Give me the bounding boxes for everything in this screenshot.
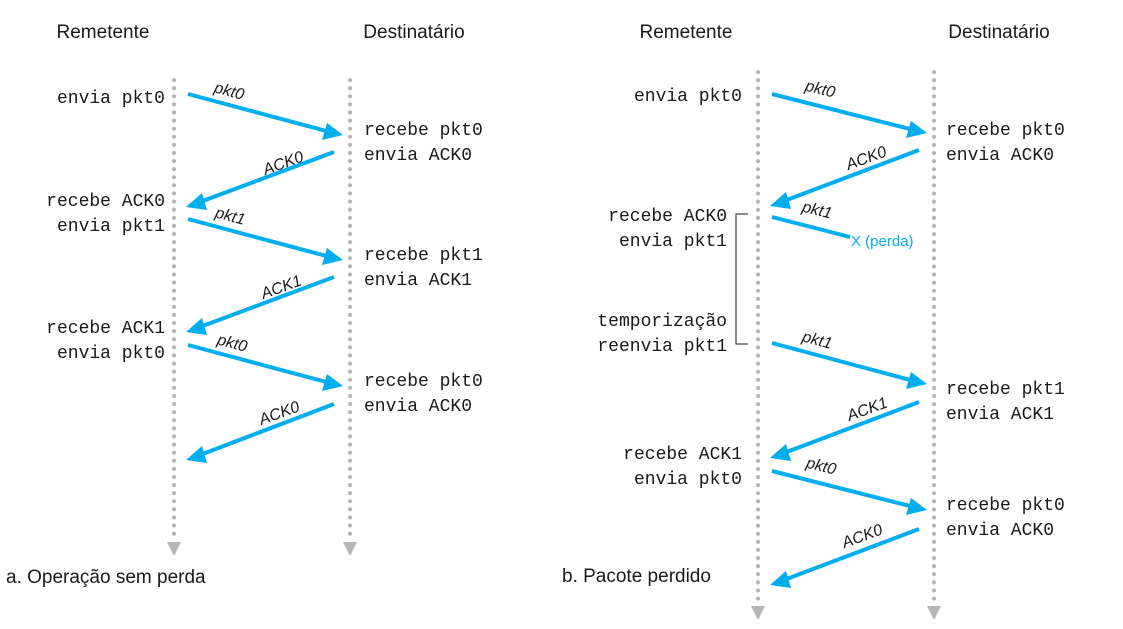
panel-b: Remetente Destinatário envia pkt0 recebe… (562, 22, 1065, 620)
panel-b-message-arrow (771, 469, 915, 509)
panel-a-message-arrow (187, 92, 331, 134)
panel-b-sender-event: recebe ACK0 (608, 207, 727, 227)
packet-loss-label: X (perda) (851, 233, 914, 250)
panel-b-lost-packet-arrow (771, 215, 851, 239)
panel-a-message-arrowhead (186, 446, 207, 463)
panel-b-sender-event: temporização (597, 312, 727, 332)
panel-b-message-label: pkt0 (802, 77, 837, 101)
panel-a-sender-event: envia pkt0 (57, 89, 165, 109)
panel-b-sender-header: Remetente (640, 22, 733, 43)
panel-b-sender-event: reenvia pkt1 (597, 337, 727, 357)
panel-b-message-arrow (771, 341, 915, 383)
panel-b-message-arrow (783, 527, 920, 582)
panel-b-message-arrowhead (770, 571, 791, 588)
panel-b-receiver-event: recebe pkt0 (946, 496, 1065, 516)
panel-b-message-arrowhead (906, 121, 927, 138)
panel-a-sender-event: envia pkt0 (57, 344, 165, 364)
panel-a-receiver-event: envia ACK0 (364, 146, 472, 166)
panel-a-receiver-header: Destinatário (363, 22, 464, 43)
panel-b-message-arrow (771, 92, 915, 132)
panel-b-receiver-header: Destinatário (948, 22, 1049, 43)
panel-a-receiver-event: recebe pkt1 (364, 246, 483, 266)
panel-a-message-arrowhead (186, 193, 207, 210)
panel-a-sender-event: envia pkt1 (57, 217, 165, 237)
panel-b-receiver-event: envia ACK0 (946, 521, 1054, 541)
timeout-bracket (735, 213, 748, 345)
panel-a-receiver-event: recebe pkt0 (364, 372, 483, 392)
panel-b-message-label: pkt1 (799, 328, 834, 353)
panel-a-sender-event: recebe ACK0 (46, 192, 165, 212)
panel-a-message-arrow (187, 343, 331, 385)
panel-b-receiver-event: recebe pkt1 (946, 380, 1065, 400)
panel-b-receiver-event: envia ACK1 (946, 405, 1054, 425)
panel-b-sender-event: envia pkt1 (619, 232, 727, 252)
panel-b-sender-event: envia pkt0 (634, 470, 742, 490)
panel-b-message-arrow (783, 148, 920, 203)
panel-a-message-arrow (187, 217, 331, 259)
panel-a-message-arrow (199, 150, 335, 204)
panel-a-receiver-event: envia ACK1 (364, 271, 472, 291)
panel-a-receiver-event: recebe pkt0 (364, 121, 483, 141)
panel-a-message-arrow (199, 275, 335, 329)
panel-b-sender-event: envia pkt0 (634, 87, 742, 107)
panel-b-message-arrow (783, 400, 920, 455)
panel-b-message-label: pkt1 (799, 198, 833, 222)
panel-a-receiver-event: envia ACK0 (364, 397, 472, 417)
panel-a-message-arrow (199, 402, 335, 457)
panel-a-message-label: ACK0 (260, 149, 306, 180)
panel-b-receiver-timeline-arrowhead (927, 606, 941, 620)
panel-a-message-arrowhead (322, 374, 343, 391)
panel-a: Remetente Destinatário envia pkt0 recebe… (6, 22, 483, 588)
panel-b-message-label: ACK0 (839, 522, 885, 553)
panel-b-receiver-event: envia ACK0 (946, 146, 1054, 166)
panel-a-sender-timeline-arrowhead (167, 542, 181, 556)
panel-a-message-arrowhead (322, 248, 343, 265)
panel-b-sender-event: recebe ACK1 (623, 445, 742, 465)
panel-b-message-arrowhead (906, 498, 927, 515)
panel-b-caption: b. Pacote perdido (562, 566, 711, 587)
panel-b-message-label: pkt0 (803, 454, 838, 478)
panel-a-message-arrowhead (322, 123, 343, 140)
panel-b-receiver-event: recebe pkt0 (946, 121, 1065, 141)
panel-a-sender-event: recebe ACK1 (46, 319, 165, 339)
panel-a-message-arrowhead (186, 318, 207, 335)
panel-b-message-arrowhead (770, 444, 791, 461)
panel-b-message-arrowhead (770, 192, 791, 209)
panel-a-caption: a. Operação sem perda (6, 567, 206, 588)
panel-a-sender-header: Remetente (57, 22, 150, 43)
panel-b-message-arrowhead (906, 372, 927, 389)
panel-a-receiver-timeline-arrowhead (343, 542, 357, 556)
panel-b-sender-timeline-arrowhead (751, 606, 765, 620)
